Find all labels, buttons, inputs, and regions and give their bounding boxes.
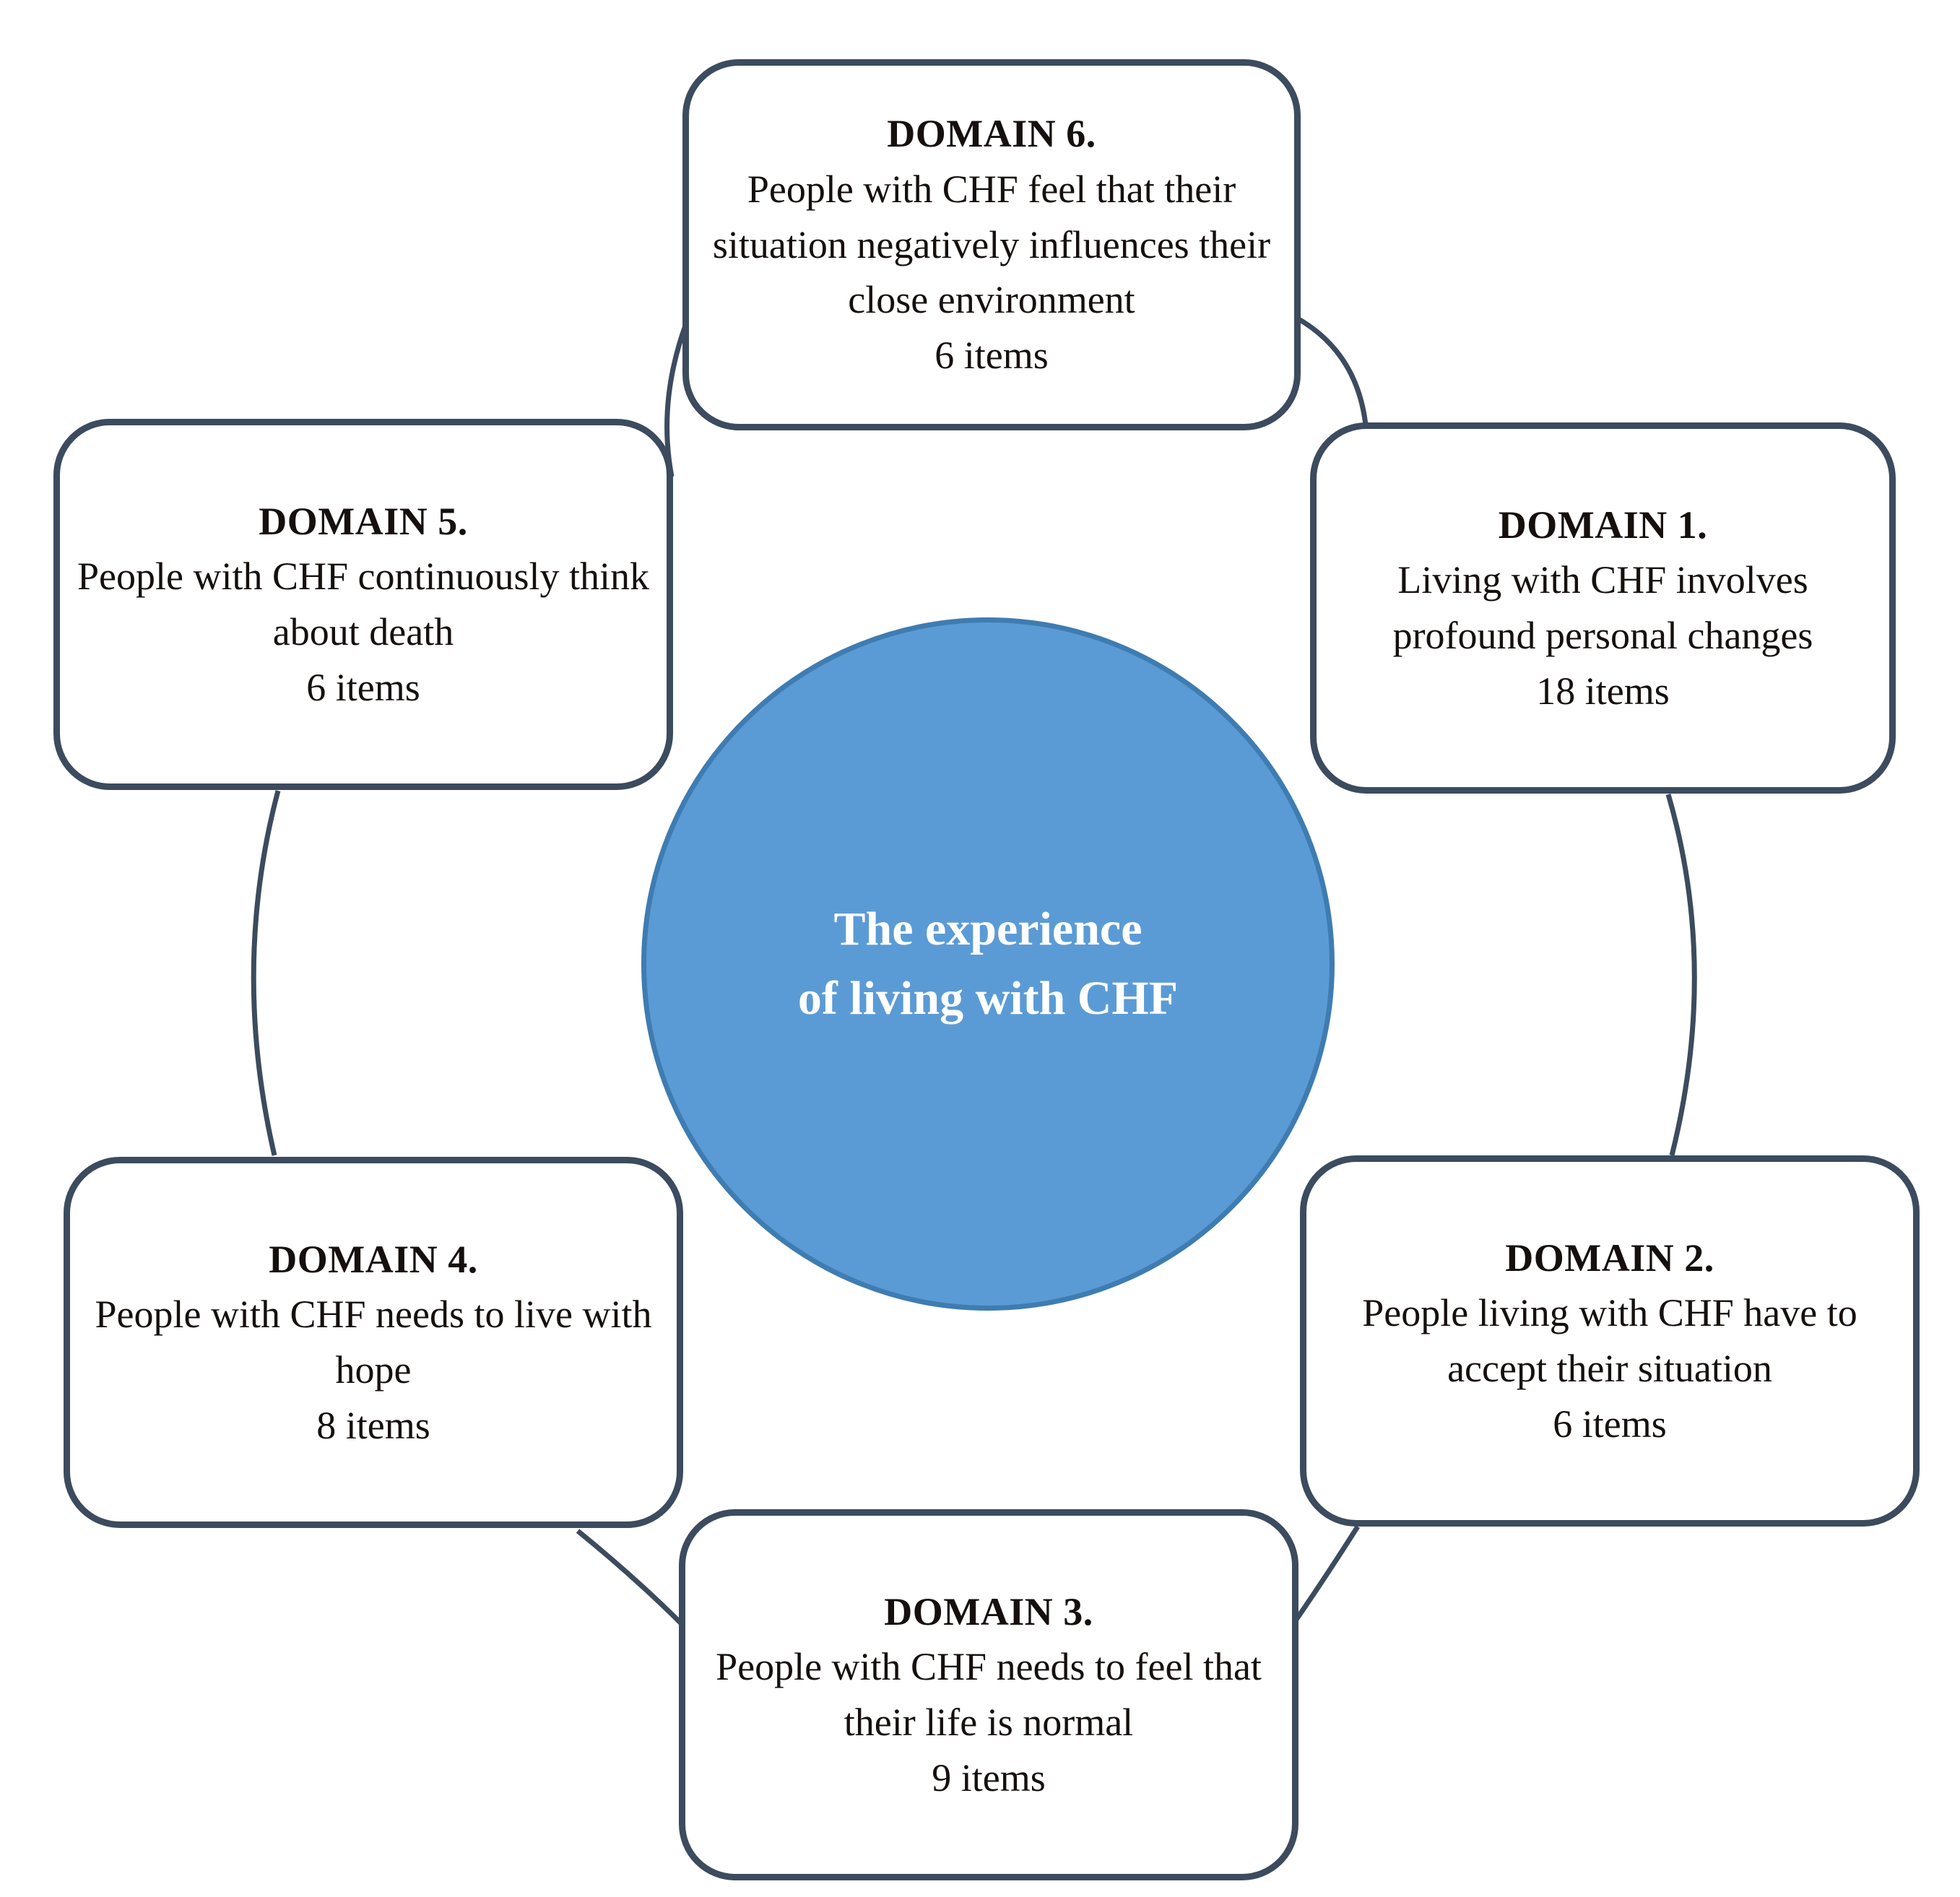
domain-box-3[interactable]: DOMAIN 3. People with CHF needs to feel … (679, 1509, 1298, 1880)
domain-box-5[interactable]: DOMAIN 5. People with CHF continuously t… (53, 419, 673, 790)
domain-3-title: DOMAIN 3. (884, 1589, 1093, 1633)
domain-1-description: Living with CHF involves profound person… (1392, 558, 1813, 657)
domain-1-title: DOMAIN 1. (1498, 503, 1708, 547)
domain-box-6[interactable]: DOMAIN 6. People with CHF feel that thei… (682, 59, 1301, 430)
center-circle: The experience of living with CHF (641, 617, 1335, 1311)
domain-2-item-count: 6 items (1553, 1402, 1667, 1446)
domain-2-title: DOMAIN 2. (1505, 1236, 1714, 1280)
domain-4-title: DOMAIN 4. (269, 1237, 478, 1281)
domain-1-item-count: 18 items (1536, 669, 1670, 713)
domain-box-1[interactable]: DOMAIN 1. Living with CHF involves profo… (1310, 422, 1896, 794)
domain-5-title: DOMAIN 5. (259, 499, 468, 543)
center-circle-label: The experience of living with CHF (797, 903, 1179, 1025)
domain-box-4[interactable]: DOMAIN 4. People with CHF needs to live … (64, 1157, 683, 1528)
domain-4-description: People with CHF needs to live with hope (95, 1293, 652, 1392)
domain-6-item-count: 6 items (935, 334, 1049, 377)
domain-6-title: DOMAIN 6. (887, 112, 1096, 156)
domain-6-description: People with CHF feel that their situatio… (712, 167, 1271, 322)
domain-3-item-count: 9 items (932, 1755, 1046, 1800)
domain-3-description: People with CHF needs to feel that their… (716, 1645, 1262, 1744)
domain-4-item-count: 8 items (316, 1403, 430, 1447)
domain-box-2[interactable]: DOMAIN 2. People living with CHF have to… (1300, 1155, 1920, 1527)
domain-5-item-count: 6 items (306, 665, 420, 709)
domain-2-description: People living with CHF have to accept th… (1362, 1291, 1857, 1390)
domain-5-description: People with CHF continuously think about… (77, 555, 650, 654)
